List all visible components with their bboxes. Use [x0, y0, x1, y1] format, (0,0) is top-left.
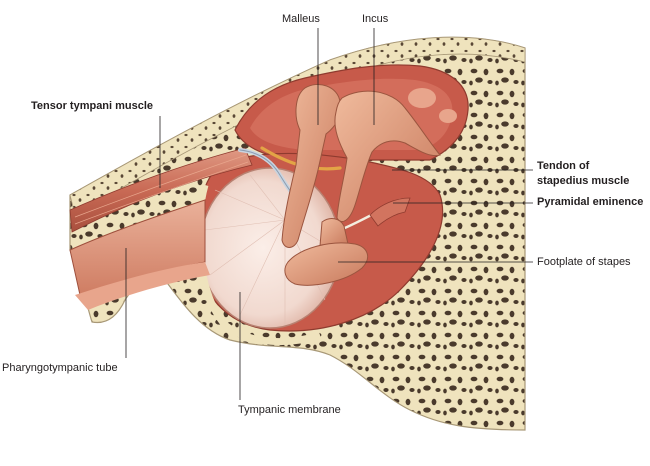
label-tensor-tympani-muscle: Tensor tympani muscle	[31, 100, 154, 112]
pyramidal-eminence-shape	[369, 197, 411, 227]
label-malleus: Malleus	[282, 13, 320, 25]
label-pharyngotympanic-tube: Pharyngotympanic tube	[2, 362, 118, 374]
label-stapedius-muscle: stapedius muscle	[537, 175, 630, 187]
stapes-crura	[319, 218, 349, 247]
stapes-footplate	[284, 242, 369, 286]
label-tympanic-membrane: Tympanic membrane	[238, 404, 341, 416]
incus-bone	[334, 90, 441, 222]
muscle-fibres	[74, 154, 249, 225]
mastoid-recess-1	[408, 88, 436, 108]
tube-inner-wall	[75, 262, 210, 310]
tegmen-bone	[69, 36, 526, 216]
label-tendon-of: Tendon of	[537, 160, 590, 172]
leader-lines	[125, 28, 533, 400]
label-incus: Incus	[362, 13, 389, 25]
label-footplate-of-stapes: Footplate of stapes	[537, 256, 631, 268]
mastoid-recess-2	[439, 109, 457, 123]
label-pyramidal-eminence: Pyramidal eminence	[537, 196, 644, 208]
